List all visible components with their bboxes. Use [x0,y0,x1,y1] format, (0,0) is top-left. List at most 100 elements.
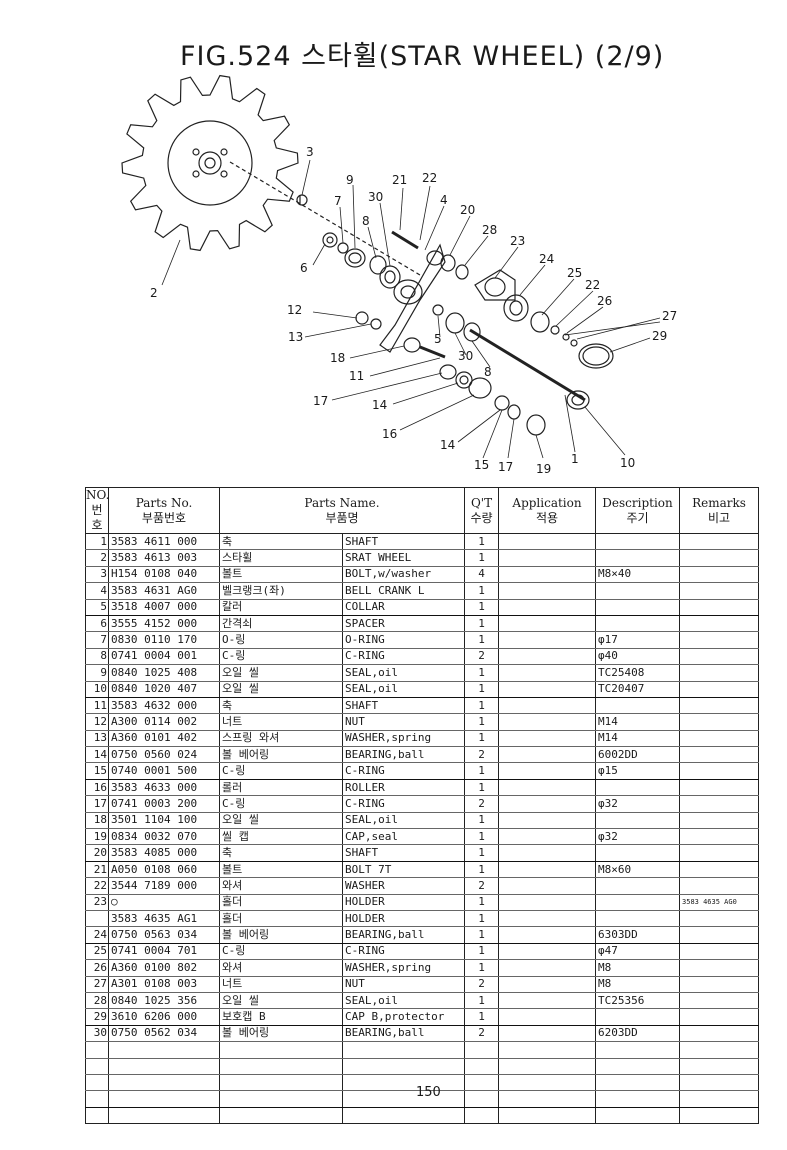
cell-app [498,615,597,633]
cell-kr [219,1058,343,1075]
cell-desc: TC25408 [595,664,681,682]
cell-desc: TC25356 [595,992,681,1010]
cell-rem [679,566,760,584]
cell-rem [679,549,760,567]
star-wheel-drawing [121,74,299,252]
cell-qt: 1 [464,713,500,731]
cell-en: BOLT,w/washer [341,566,466,584]
col-header-parts-name: Parts Name.부품명 [218,487,466,534]
cell-app [498,992,597,1010]
callout-label: 13 [288,330,303,344]
cell-qt [464,1058,500,1075]
cell-qt: 2 [464,746,500,764]
table-row [85,1041,760,1059]
cell-en [341,1074,466,1092]
cell-no [85,1074,109,1092]
cell-app [498,533,597,551]
cell-part: 3583 4635 AG1 [108,910,220,928]
table-row [85,1107,760,1125]
callout-label: 29 [652,329,667,343]
cell-app [498,894,597,911]
cell-kr: 와셔 [219,877,343,895]
cell-desc [595,877,681,895]
cell-app [498,549,597,567]
cell-qt: 1 [464,926,500,944]
callout-label: 6 [300,261,308,275]
cell-kr: 너트 [219,976,343,993]
cell-qt: 1 [464,812,500,830]
cell-qt: 2 [464,795,500,813]
cell-rem [679,844,760,862]
cell-rem [679,631,760,649]
cell-no: 14 [85,746,109,764]
cell-kr: 축 [219,533,343,551]
cell-qt [464,1107,500,1125]
cell-kr [219,1107,343,1125]
cell-no [85,1090,109,1108]
cell-en: NUT [341,976,466,993]
cell-no [85,910,109,928]
cell-no: 24 [85,926,109,944]
cell-part: 0741 0004 001 [108,648,220,666]
cell-qt: 2 [464,648,500,666]
cell-qt: 1 [464,664,500,682]
cell-desc: M8×40 [595,566,681,584]
callout-label: 9 [346,173,354,187]
callout-label: 11 [349,369,364,383]
cell-part: 3583 4611 000 [108,533,220,551]
cell-desc [595,582,681,600]
cell-part: A300 0114 002 [108,713,220,731]
callout-label: 21 [392,173,407,187]
cell-rem [679,664,760,682]
cell-app [498,648,597,666]
cell-qt: 1 [464,828,500,846]
cell-kr: C-링 [219,648,343,666]
cell-rem [679,599,760,616]
cell-kr: 벨크랭크(좌) [219,582,343,600]
cell-no: 29 [85,1008,109,1026]
cell-en: O-RING [341,631,466,649]
cell-desc [595,910,681,928]
cell-rem [679,1074,760,1092]
cell-no: 30 [85,1025,109,1043]
cell-desc [595,533,681,551]
cell-desc: φ17 [595,631,681,649]
cell-kr: 홀더 [219,910,343,928]
cell-qt: 4 [464,566,500,584]
cell-part: 3583 4613 003 [108,549,220,567]
cell-app [498,828,597,846]
cell-part: 3501 1104 100 [108,812,220,830]
cell-kr: 오일 씰 [219,681,343,698]
cell-qt: 1 [464,681,500,698]
page-number: 150 [416,1085,441,1100]
cell-app [498,1008,597,1026]
cell-rem [679,713,760,731]
cell-qt: 1 [464,615,500,633]
cell-rem [679,926,760,944]
cell-desc [595,615,681,633]
cell-en: WASHER [341,877,466,895]
cell-rem [679,992,760,1010]
cell-kr: 축 [219,697,343,715]
cell-no: 28 [85,992,109,1010]
cell-desc [595,1008,681,1026]
cell-no [85,1058,109,1075]
cell-rem [679,681,760,698]
cell-part: 3583 4085 000 [108,844,220,862]
cell-app [498,1107,597,1125]
cell-desc: φ32 [595,795,681,813]
cell-app [498,1025,597,1043]
cell-en: SEAL,oil [341,664,466,682]
cell-rem [679,795,760,813]
